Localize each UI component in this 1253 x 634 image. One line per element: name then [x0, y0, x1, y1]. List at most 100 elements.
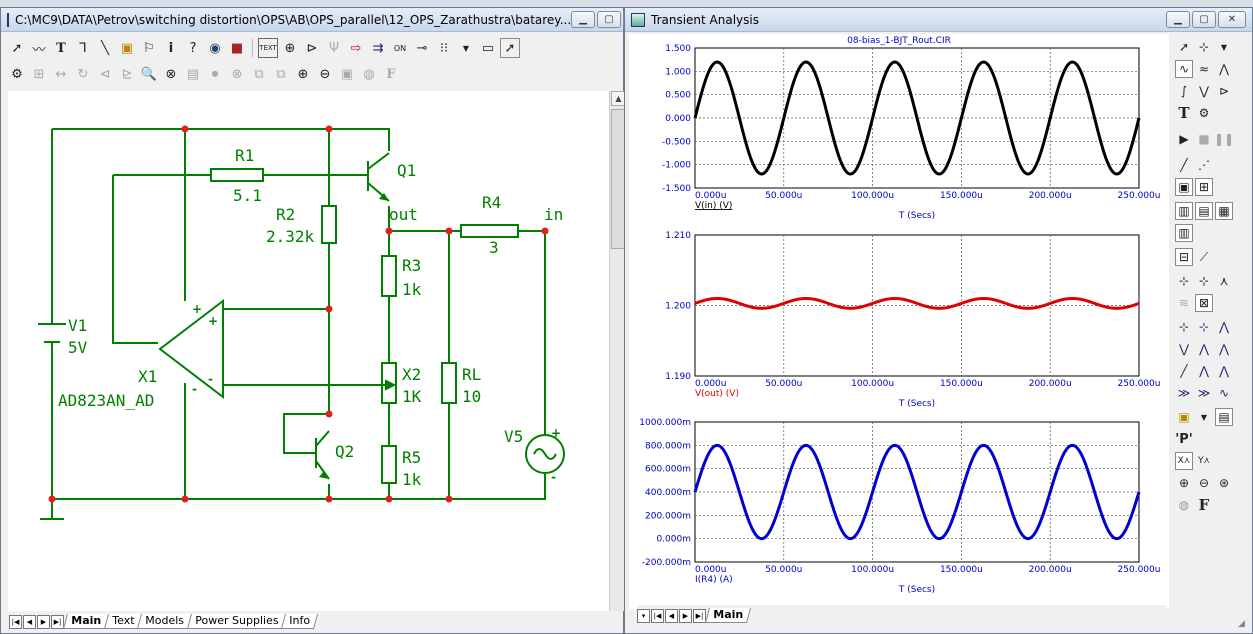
paste-icon[interactable]: ⧉	[276, 66, 286, 82]
wire-icon[interactable]: 〰	[32, 42, 46, 58]
size-grip-icon[interactable]: ◢	[1238, 619, 1245, 629]
scope-icon[interactable]: ◉	[209, 40, 221, 56]
analysis-tab-main[interactable]: Main	[704, 608, 751, 623]
table-icon[interactable]: ▥	[1175, 224, 1193, 242]
wave-off-icon[interactable]: ≋	[1178, 296, 1190, 310]
q2-name[interactable]: Q2	[335, 442, 354, 461]
schematic-titlebar[interactable]: C:\MC9\DATA\Petrov\switching distortion\…	[1, 8, 652, 32]
r3-name[interactable]: R3	[402, 256, 421, 275]
valley-icon[interactable]: ⋁	[1179, 342, 1189, 356]
cursor-left-icon[interactable]: ⊹	[1178, 274, 1190, 288]
properties-icon[interactable]: ⚙	[1198, 106, 1210, 120]
box-icon[interactable]: ▣	[1175, 178, 1193, 196]
list-icon[interactable]: ▤	[1215, 408, 1233, 426]
analysis-titlebar[interactable]: Transient Analysis ▁ ▢ ✕	[625, 8, 1252, 32]
v1-value[interactable]: 5V	[68, 338, 88, 357]
q1-name[interactable]: Q1	[397, 161, 416, 180]
high-icon[interactable]: ⋀	[1199, 342, 1209, 356]
top-icon[interactable]: ≫	[1177, 386, 1191, 400]
power-icon[interactable]: ■	[230, 40, 244, 56]
zoom-in-icon[interactable]: ⊕	[1178, 476, 1190, 490]
y-tag-icon[interactable]: Y⋏	[1197, 456, 1211, 466]
tab-first-icon[interactable]: |◀	[9, 615, 22, 629]
global-low-icon[interactable]: ⋀	[1219, 364, 1229, 378]
v5-name[interactable]: V5	[504, 427, 523, 446]
rl-name[interactable]: RL	[462, 365, 481, 384]
zoom-out-icon[interactable]: ⊖	[1198, 476, 1210, 490]
cancel-icon[interactable]: ⊗	[231, 66, 243, 82]
analysis-close-button[interactable]: ✕	[1218, 11, 1246, 28]
analysis-tab-next-icon[interactable]: ▶	[679, 609, 692, 623]
line-icon[interactable]: ╱	[1180, 158, 1188, 172]
r3-value[interactable]: 1k	[402, 280, 422, 299]
in-label[interactable]: in	[544, 205, 563, 224]
zoom-in-icon[interactable]: ⊕	[297, 66, 309, 82]
probe-icon[interactable]: Ψ	[328, 40, 340, 56]
marker-icon[interactable]: ⊳	[1218, 84, 1230, 98]
run-icon[interactable]: ▶	[1179, 132, 1189, 146]
dropdown-icon[interactable]: ▼	[1220, 42, 1228, 52]
scroll-thumb[interactable]	[611, 109, 625, 249]
label-p-icon[interactable]: 'P'	[1175, 431, 1193, 447]
analysis-tab-last-icon[interactable]: ▶|	[693, 609, 706, 623]
properties-icon[interactable]: ⚙	[11, 66, 23, 82]
cursor-icon[interactable]: ➚	[500, 38, 520, 58]
x1-value[interactable]: AD823AN_AD	[58, 391, 154, 410]
rl-value[interactable]: 10	[462, 387, 481, 406]
tab-main[interactable]: Main	[62, 614, 109, 629]
r2-value[interactable]: 2.32k	[266, 227, 315, 246]
binoculars-icon[interactable]: ⊗	[165, 66, 177, 82]
tab-models[interactable]: Models	[137, 614, 193, 629]
pause-icon[interactable]: ❚❚	[1213, 132, 1235, 146]
resistor-icon[interactable]: ⇨	[350, 40, 362, 56]
flip-icon[interactable]: ↔	[55, 66, 67, 82]
font-icon[interactable]: F	[386, 66, 396, 82]
cursor-right-icon[interactable]: ⊹	[1198, 274, 1210, 288]
node-on-icon[interactable]: ON	[393, 43, 407, 53]
peak-icon[interactable]: ⋀	[1219, 62, 1229, 76]
schematic-canvas[interactable]: R1 5.1 Q1 R2 2.32k out R4 3 in R3 1k V1 …	[8, 91, 611, 611]
stop-icon[interactable]: ⏺	[211, 66, 219, 82]
r5-name[interactable]: R5	[402, 448, 421, 467]
component-dropdown-icon[interactable]: ▼	[1200, 412, 1208, 422]
tab-power-supplies[interactable]: Power Supplies	[186, 614, 287, 629]
line-icon[interactable]: ╲	[101, 40, 109, 56]
plot-icon[interactable]: ⊠	[1195, 294, 1213, 312]
r5-value[interactable]: 1k	[402, 470, 422, 489]
help-icon[interactable]: ?	[189, 40, 197, 56]
out-label[interactable]: out	[389, 205, 418, 224]
inflection-icon[interactable]: ∿	[1218, 386, 1230, 400]
point-line-icon[interactable]: ⋰	[1198, 158, 1210, 172]
tab-last-icon[interactable]: ▶|	[51, 615, 64, 629]
palette-icon[interactable]: ◍	[363, 66, 375, 82]
peak-find-icon[interactable]: ⋀	[1219, 320, 1229, 334]
r2-name[interactable]: R2	[276, 205, 295, 224]
maximize-button[interactable]: ▢	[597, 11, 622, 28]
copy-icon[interactable]: ⧉	[254, 66, 264, 82]
analysis-tab-down-icon[interactable]: ▾	[637, 609, 650, 623]
x1-name[interactable]: X1	[138, 367, 157, 386]
r1-name[interactable]: R1	[235, 146, 254, 165]
component-icon[interactable]: ▣	[1178, 410, 1190, 424]
analysis-maximize-button[interactable]: ▢	[1192, 11, 1216, 28]
next-icon[interactable]: ⊹	[1178, 320, 1190, 334]
global-high-icon[interactable]: ⋀	[1199, 364, 1209, 378]
palette-icon[interactable]: ◍	[1178, 498, 1190, 512]
step-icon[interactable]: ⊵	[121, 66, 133, 82]
v1-name[interactable]: V1	[68, 316, 87, 335]
x2-name[interactable]: X2	[402, 365, 421, 384]
tab-next-icon[interactable]: ▶	[37, 615, 50, 629]
window-icon[interactable]: ▭	[481, 40, 495, 56]
find-icon[interactable]: 🔍	[140, 66, 158, 82]
analysis-tab-first-icon[interactable]: |◀	[651, 609, 664, 623]
pointer-icon[interactable]: ➚	[1178, 40, 1190, 54]
flag-icon[interactable]: ⚐	[143, 40, 155, 56]
r1-value[interactable]: 5.1	[233, 186, 262, 205]
minor-grid-icon[interactable]: ▦	[1215, 202, 1233, 220]
zoom-out-icon[interactable]: ⊖	[319, 66, 331, 82]
bottom-icon[interactable]: ≫	[1197, 386, 1211, 400]
stop-icon[interactable]: ■	[1198, 132, 1210, 146]
font-icon[interactable]: F	[1198, 496, 1210, 514]
select-icon[interactable]: ⊞	[33, 66, 45, 82]
tag-icon[interactable]: ⋁	[1199, 84, 1209, 98]
